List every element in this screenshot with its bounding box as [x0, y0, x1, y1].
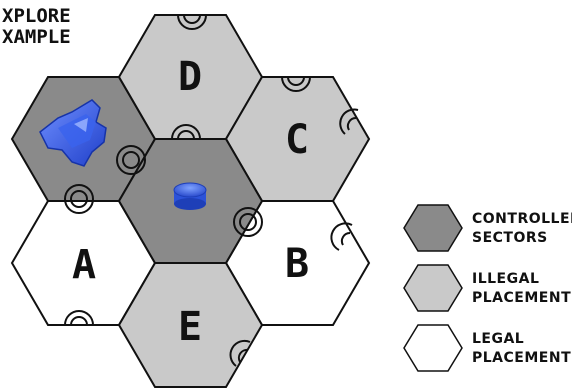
board-title: XPLORE XAMPLE: [2, 6, 71, 48]
hex-d-label: D: [178, 54, 202, 100]
legend: CONTROLLED SECTORS ILLEGAL PLACEMENT LEG…: [402, 202, 572, 382]
legend-swatch-controlled: [403, 204, 463, 252]
hex-a-markers: [64, 310, 94, 326]
hex-a-label: A: [72, 242, 96, 288]
hex-c[interactable]: C: [224, 76, 371, 202]
legend-swatch-illegal: [403, 264, 463, 312]
hex-e-label: E: [178, 304, 202, 350]
hex-c-label: C: [285, 117, 309, 163]
title-line-1: XPLORE: [2, 5, 71, 27]
hex-b-markers: [330, 222, 353, 251]
legend-row-legal: LEGAL PLACEMENT: [402, 322, 572, 378]
token-icon: [173, 182, 207, 210]
legend-row-controlled: CONTROLLED SECTORS: [402, 202, 572, 258]
hex-e-markers: [229, 339, 251, 367]
hex-c-markers: [281, 76, 359, 135]
hex-d-markers: [171, 14, 207, 140]
hex-board: D C A: [10, 14, 371, 388]
legend-label-controlled: CONTROLLED SECTORS: [472, 211, 572, 246]
title-line-2: XAMPLE: [2, 26, 71, 48]
legend-swatch-legal: [403, 324, 463, 372]
legend-label-legal: LEGAL PLACEMENT: [472, 331, 572, 366]
hex-b[interactable]: B: [224, 200, 371, 326]
ship-icon: [39, 99, 107, 167]
hex-b-label: B: [285, 241, 309, 287]
legend-label-illegal: ILLEGAL PLACEMENT: [472, 271, 572, 306]
legend-row-illegal: ILLEGAL PLACEMENT: [402, 262, 572, 318]
hex-controlled-token[interactable]: [117, 138, 264, 264]
hex-a[interactable]: A: [10, 200, 157, 326]
boundary-markers: [64, 145, 263, 237]
